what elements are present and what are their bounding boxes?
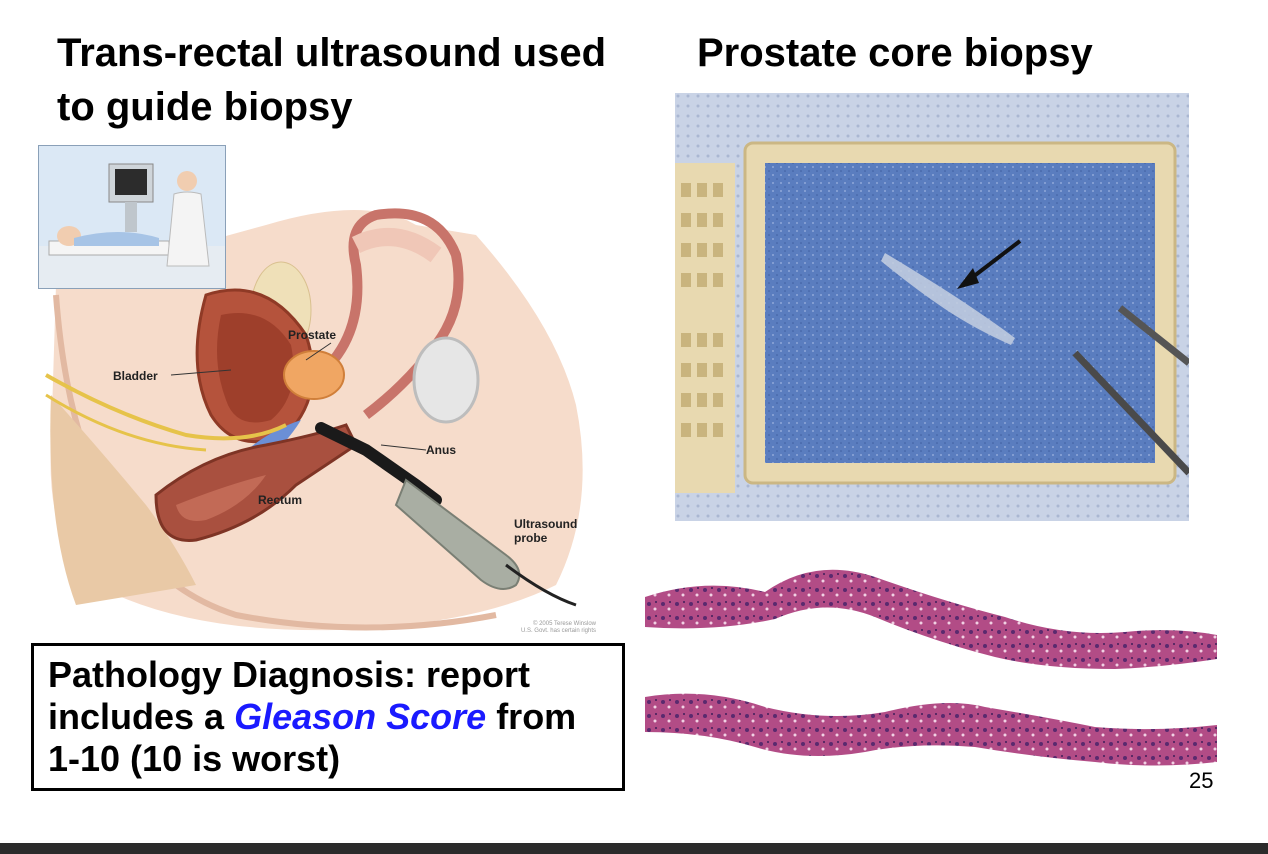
diagnosis-text-part1: Pathology Diagnosis: report includes a <box>48 654 531 737</box>
testis <box>412 336 480 424</box>
bladder-inner <box>217 313 294 423</box>
left-title: Trans-rectal ultrasound used to guide bi… <box>57 31 607 129</box>
credit-line1: © 2005 Terese Winslow <box>532 621 596 627</box>
forceps-2 <box>1072 350 1189 476</box>
biopsy-cassette-photo <box>675 93 1189 521</box>
rectum-fold <box>176 475 266 521</box>
credit-line2: U.S. Govt. has certain rights <box>520 628 596 634</box>
nerve <box>45 373 287 441</box>
probe-handle <box>394 478 521 590</box>
gleason-score-highlight: Gleason Score <box>234 696 487 737</box>
probe-tip <box>315 422 442 506</box>
histology-drawing <box>645 569 1217 766</box>
diagnosis-text-part2: from 1-10 (10 is worst) <box>48 696 577 779</box>
page-number: 25 <box>1189 768 1214 793</box>
label-anus: Anus <box>426 443 456 457</box>
right-title: Prostate core biopsy <box>697 31 1093 75</box>
footer-bar <box>0 843 1268 854</box>
nerve-2 <box>45 393 207 452</box>
probe-cable <box>505 563 577 607</box>
label-prostate: Prostate <box>288 328 337 342</box>
cassette-side <box>675 163 735 493</box>
anus-leader <box>380 444 427 451</box>
bladder-leader <box>170 369 232 376</box>
diagnosis-box: Pathology Diagnosis: report includes a G… <box>31 643 625 791</box>
penile-tissue <box>351 228 442 263</box>
exam-inset <box>38 145 226 289</box>
biopsy-cassette-drawing <box>675 93 1189 521</box>
prostate-leader <box>305 342 332 361</box>
illustration-credit: © 2005 Terese Winslow U.S. Govt. has cer… <box>476 621 596 635</box>
tissue-strip-upper <box>645 569 1217 669</box>
arrow-head <box>957 268 979 289</box>
tissue-strip-lower <box>645 693 1217 766</box>
label-ultrasound-line2: probe <box>514 531 548 545</box>
core-specimen <box>881 253 1015 345</box>
label-rectum: Rectum <box>258 493 303 507</box>
sacrum <box>50 395 197 605</box>
anatomy-drawing <box>45 208 583 631</box>
label-ultrasound-probe: Ultrasound probe <box>514 517 577 545</box>
label-ultrasound-line1: Ultrasound <box>514 517 578 531</box>
histology-image <box>645 557 1217 777</box>
anatomy-illustration: Prostate Bladder Anus Rectum Ultrasound … <box>36 145 616 637</box>
label-bladder: Bladder <box>113 369 158 383</box>
exam-inset-drawing <box>39 163 225 288</box>
prostate <box>283 350 345 400</box>
forceps-1 <box>1117 305 1189 366</box>
